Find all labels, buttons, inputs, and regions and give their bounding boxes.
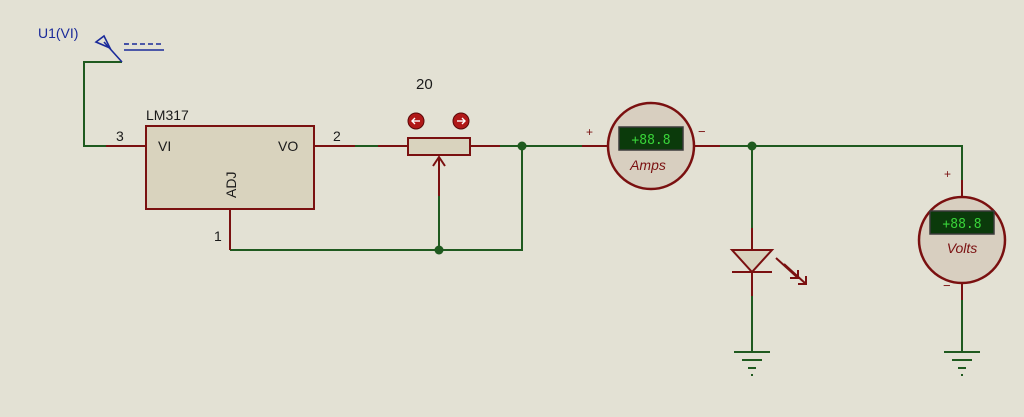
ammeter[interactable]: + − +88.8 Amps — [582, 101, 720, 191]
pot-body — [407, 137, 471, 156]
pin-vo-label: VO — [278, 138, 298, 154]
pin-adj-label: ADJ — [223, 172, 239, 198]
ammeter-minus: − — [698, 124, 706, 139]
ammeter-label: Amps — [629, 157, 666, 173]
lm317-regulator[interactable]: LM317 VI VO ADJ 3 2 1 — [106, 107, 355, 250]
led-icon — [729, 228, 807, 296]
arrow-left-icon — [411, 117, 420, 125]
wire-input — [83, 61, 122, 147]
pot-wiper — [432, 155, 446, 196]
generator-terminal[interactable]: U1(VI) — [38, 25, 164, 63]
junction-dot — [517, 141, 527, 151]
wires — [83, 61, 963, 352]
arrow-right-icon — [457, 117, 466, 125]
generator-label: U1(VI) — [38, 25, 78, 41]
pin-number-adj: 1 — [214, 228, 222, 244]
potentiometer[interactable]: 20 — [378, 76, 500, 196]
pin-vi-label: VI — [158, 138, 171, 154]
ammeter-plus: + — [586, 125, 593, 139]
voltmeter-display: +88.8 — [942, 217, 981, 232]
ammeter-display: +88.8 — [631, 133, 670, 148]
wire-output — [720, 145, 963, 180]
pot-decrease-button[interactable] — [407, 112, 425, 130]
voltmeter-plus: + — [944, 167, 951, 181]
voltmeter-display-frame — [929, 210, 995, 235]
ground-icon — [734, 351, 770, 376]
ground-icon — [944, 351, 980, 376]
junctions — [434, 141, 757, 255]
potentiometer-value: 20 — [416, 76, 433, 93]
ground-voltmeter — [944, 351, 980, 376]
regulator-name: LM317 — [146, 107, 189, 123]
voltmeter[interactable]: + − +88.8 Volts — [917, 167, 1007, 300]
pin-number-vo: 2 — [333, 128, 341, 144]
voltmeter-minus: − — [943, 278, 951, 293]
voltmeter-label: Volts — [947, 240, 978, 256]
pot-increase-button[interactable] — [452, 112, 470, 130]
led[interactable] — [729, 228, 807, 296]
antenna-generator-icon — [94, 34, 164, 63]
pin-number-vi: 3 — [116, 128, 124, 144]
wire-loop — [230, 146, 523, 251]
junction-dot — [434, 245, 444, 255]
junction-dot — [747, 141, 757, 151]
regulator-body — [145, 125, 315, 210]
ammeter-display-frame — [618, 126, 684, 151]
ground-led — [734, 351, 770, 376]
